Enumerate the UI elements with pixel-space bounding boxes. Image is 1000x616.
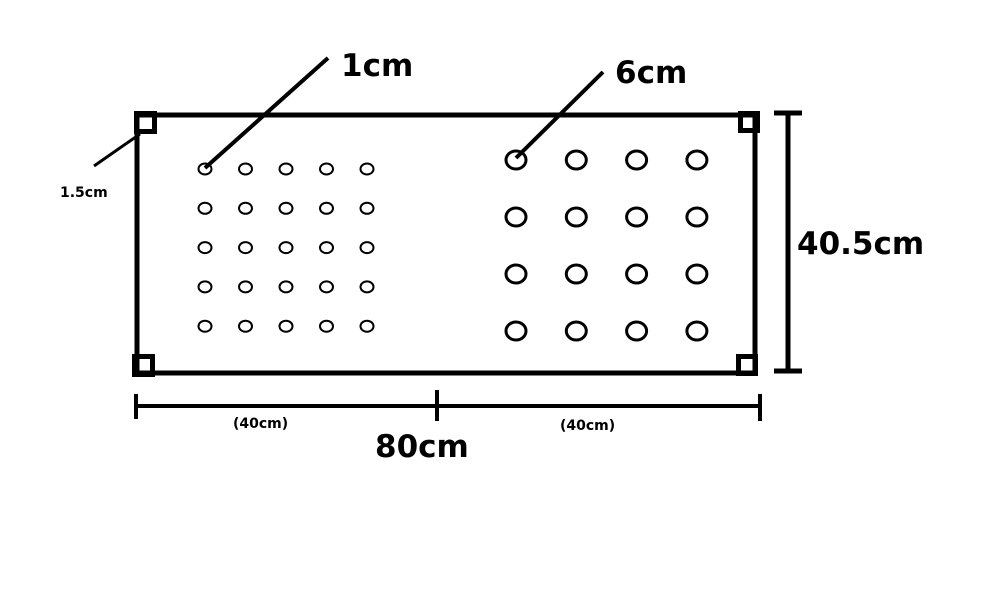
small-hole (359, 280, 375, 294)
label-small-hole: 1cm (341, 48, 413, 84)
corner-square-top-left (134, 111, 157, 134)
small-hole-grid (197, 162, 375, 333)
corner-square-bottom-right (736, 354, 758, 376)
large-hole (625, 149, 649, 171)
small-hole (197, 319, 213, 333)
large-hole (504, 206, 528, 228)
large-hole (685, 206, 709, 228)
small-hole (319, 319, 334, 333)
small-hole (359, 162, 375, 176)
label-half-left: (40cm) (233, 416, 288, 432)
large-hole (685, 149, 709, 171)
leader-line-corner (93, 132, 141, 168)
small-hole (278, 241, 294, 255)
small-hole (359, 241, 375, 255)
small-hole (319, 280, 334, 294)
large-hole (504, 320, 528, 342)
small-hole (238, 241, 253, 255)
small-hole (278, 201, 294, 215)
small-hole (238, 319, 253, 333)
leader-line-large-hole (514, 70, 605, 160)
board-outline (134, 112, 758, 376)
small-hole (197, 201, 213, 215)
large-hole (625, 320, 649, 342)
label-width-total: 80cm (375, 429, 469, 465)
label-half-right: (40cm) (560, 418, 615, 434)
label-large-hole: 6cm (615, 55, 687, 91)
large-hole-grid (504, 149, 709, 342)
small-hole (238, 162, 253, 176)
large-hole (564, 263, 588, 285)
large-hole (564, 320, 588, 342)
large-hole (564, 206, 588, 228)
small-hole (197, 280, 213, 294)
small-hole (319, 241, 334, 255)
large-hole (685, 320, 709, 342)
large-hole (564, 149, 588, 171)
small-hole (278, 280, 294, 294)
small-hole (278, 162, 294, 176)
large-hole (504, 263, 528, 285)
small-hole (278, 319, 294, 333)
small-hole (319, 162, 334, 176)
label-height: 40.5cm (797, 226, 924, 262)
corner-square-top-right (738, 111, 760, 133)
small-hole (197, 162, 213, 176)
small-hole (238, 280, 253, 294)
small-hole (197, 241, 213, 255)
small-hole (359, 201, 375, 215)
corner-square-bottom-left (132, 354, 155, 377)
large-hole (504, 149, 528, 171)
leader-line-small-hole (203, 56, 330, 170)
large-hole (625, 263, 649, 285)
small-hole (238, 201, 253, 215)
small-hole (319, 201, 334, 215)
small-hole (359, 319, 375, 333)
large-hole (625, 206, 649, 228)
label-corner: 1.5cm (60, 185, 108, 201)
large-hole (685, 263, 709, 285)
